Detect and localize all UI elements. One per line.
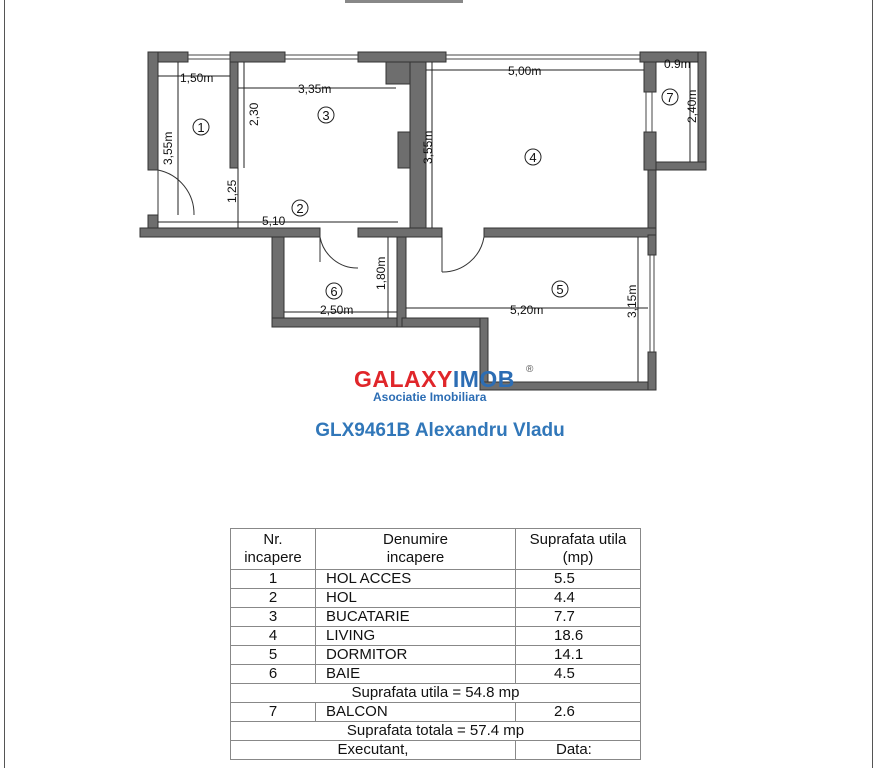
dim-355-left: 3,55m bbox=[161, 132, 175, 165]
dimension-lines bbox=[158, 61, 698, 382]
logo-brand-part1: GALAXY bbox=[354, 366, 453, 392]
total-text: Suprafata totala = 57.4 mp bbox=[230, 721, 641, 741]
logo-wordmark: GALAXYIMOB bbox=[354, 366, 515, 393]
room-number-1: 1 bbox=[197, 120, 204, 135]
logo-tagline: Asociatie Imobiliara bbox=[373, 390, 487, 404]
page-border-left bbox=[4, 0, 5, 768]
signature-row: Executant,Data: bbox=[230, 740, 641, 760]
dim-230: 2,30 bbox=[247, 102, 261, 126]
header-nr: Nr.incapere bbox=[230, 528, 316, 570]
date-label: Data: bbox=[515, 740, 641, 760]
floor-plan: 1,50m 3,35m 5,00m 0.9m 2,40m 2,30 3,55m … bbox=[139, 0, 707, 391]
executant-label: Executant, bbox=[230, 740, 516, 760]
room-markers bbox=[192, 88, 679, 300]
dim-180: 1,80m bbox=[374, 257, 388, 290]
subtotal-text: Suprafata utila = 54.8 mp bbox=[230, 683, 641, 703]
room-number-2: 2 bbox=[296, 201, 303, 216]
dim-355-mid: 3,55m bbox=[421, 131, 435, 164]
room-number-6: 6 bbox=[330, 284, 337, 299]
dim-520: 5,20m bbox=[510, 303, 543, 317]
dim-315: 3,15m bbox=[625, 285, 639, 318]
galaxyimob-logo: GALAXYIMOB ® Asociatie Imobiliara bbox=[340, 362, 550, 406]
walls bbox=[139, 51, 707, 391]
logo-registered-mark: ® bbox=[526, 364, 534, 375]
room-number-7: 7 bbox=[666, 90, 673, 105]
room-number-3: 3 bbox=[322, 108, 329, 123]
page-border-right bbox=[872, 0, 873, 768]
dim-500: 5,00m bbox=[508, 64, 541, 78]
dim-09: 0.9m bbox=[664, 57, 691, 71]
doors bbox=[157, 169, 485, 273]
room-number-4: 4 bbox=[529, 150, 536, 165]
listing-title: GLX9461B Alexandru Vladu bbox=[315, 420, 565, 441]
dim-125: 1,25 bbox=[225, 179, 239, 203]
header-area: Suprafata utila(mp) bbox=[515, 528, 641, 570]
dim-335: 3,35m bbox=[298, 82, 331, 96]
dim-150: 1,50m bbox=[180, 71, 213, 85]
dim-240: 2,40m bbox=[685, 90, 699, 123]
subtotal-row: Suprafata utila = 54.8 mp bbox=[230, 683, 641, 703]
dim-510: 5,10 bbox=[262, 214, 286, 228]
total-row: Suprafata totala = 57.4 mp bbox=[230, 721, 641, 741]
logo-brand-part2: IMOB bbox=[452, 366, 515, 392]
windows bbox=[645, 92, 655, 352]
dim-250: 2,50m bbox=[320, 303, 353, 317]
cropped-title-fragment bbox=[345, 0, 463, 3]
room-number-5: 5 bbox=[556, 282, 563, 297]
